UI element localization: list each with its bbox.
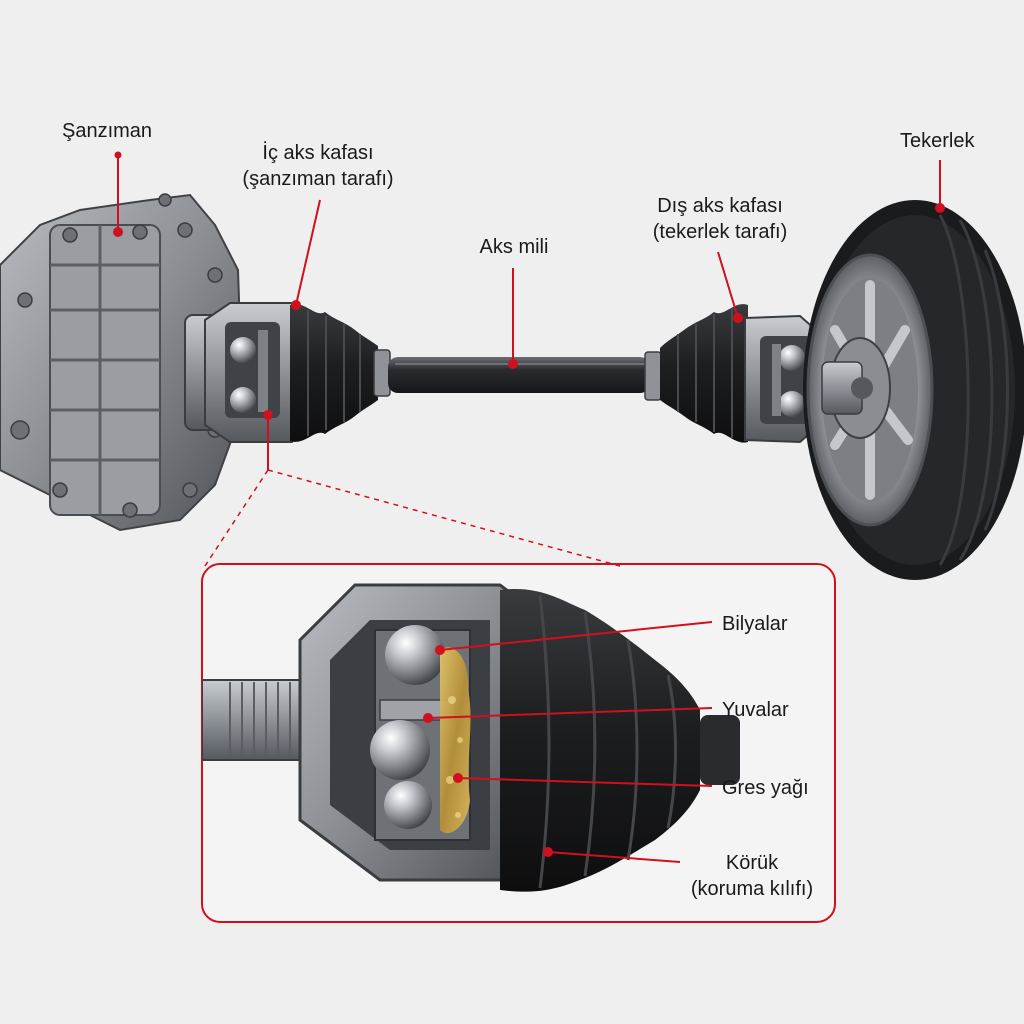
label-outer-joint: Dış aks kafası (tekerlek tarafı) [652,195,788,243]
label-wheel: Tekerlek [900,130,975,152]
leader-boot [543,847,681,863]
inner-boot-icon [290,304,391,442]
outer-boot-icon [644,304,748,443]
leader-wheel [935,160,945,213]
leader-axle-shaft [508,268,518,369]
axle-shaft-icon [388,357,650,393]
inner-cv-joint-icon [204,302,301,443]
transmission-housing-icon [0,193,242,532]
label-races: Yuvalar [722,699,789,721]
label-grease: Gres yağı [722,777,809,799]
leader-outer-joint [717,251,743,323]
leader-grease [453,773,713,787]
tire-wheel-icon [803,200,1024,580]
leader-races [423,707,713,723]
label-inner-joint: İç aks kafası (şanzıman tarafı) [242,142,394,190]
label-transmission: Şanzıman [62,120,153,142]
leader-inner-joint [291,199,321,310]
label-axle-shaft: Aks mili [479,236,549,258]
inset-connector-right [267,469,621,567]
label-boot: Körük (koruma kılıfı) [690,852,814,900]
leader-inner-joint-bottom [263,410,273,470]
leader-balls [435,621,713,655]
label-balls: Bilyalar [722,613,788,635]
inset-cv-joint-cutaway [202,583,740,892]
leader-transmission [113,151,123,237]
